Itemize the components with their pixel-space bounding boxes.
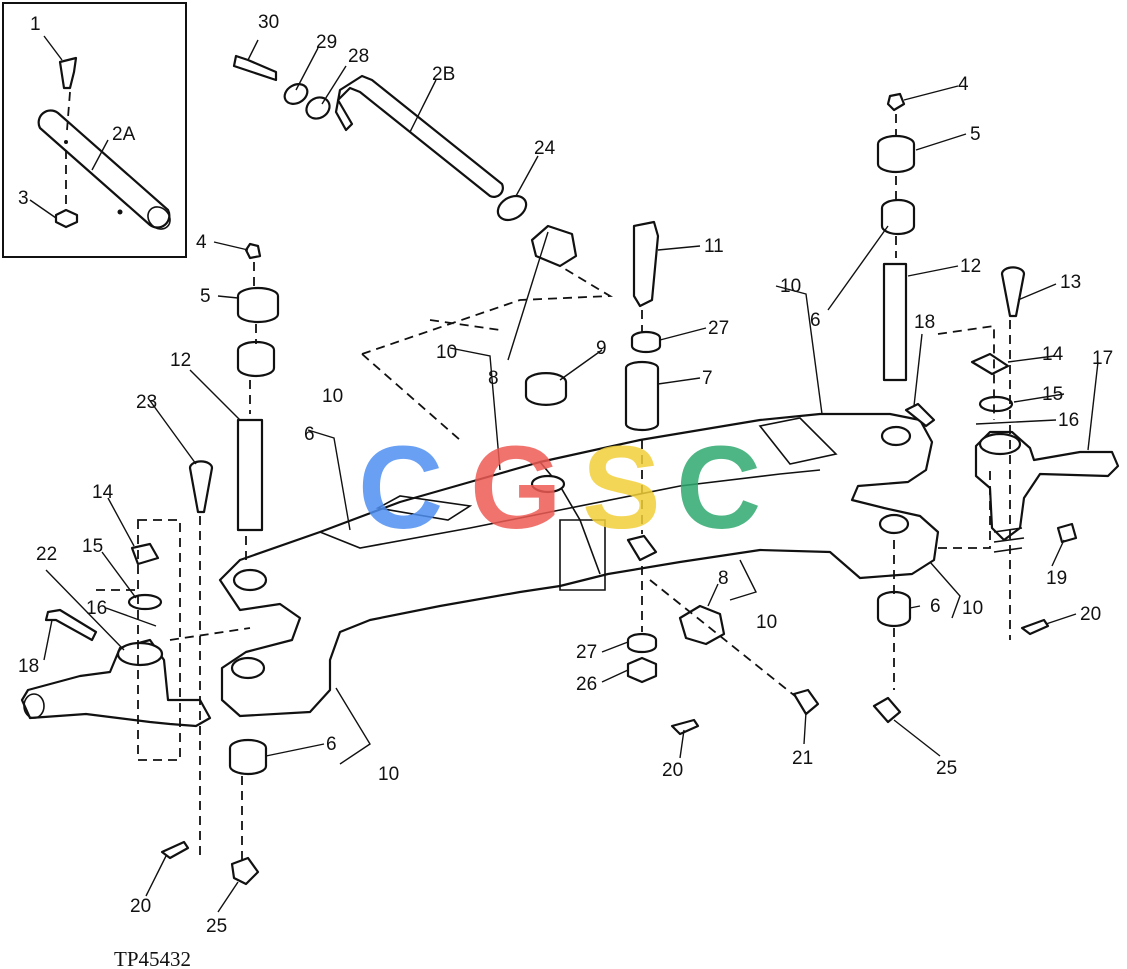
watermark-letter-c: C (358, 422, 443, 554)
watermark-letter-c: C (676, 422, 761, 554)
callout-29: 29 (316, 32, 337, 53)
leader-lines (43, 85, 1099, 913)
callout-6-right-mid: 6 (930, 596, 941, 617)
callout-12-right: 12 (960, 256, 981, 277)
callout-7: 7 (702, 368, 713, 389)
callout-24: 24 (534, 138, 556, 159)
callout-10-right-top: 10 (780, 276, 801, 297)
callout-3: 3 (18, 188, 29, 209)
callout-22: 22 (36, 544, 57, 565)
callout-25-left: 25 (206, 916, 227, 937)
center-pivot-stack (361, 220, 801, 701)
callout-17: 17 (1092, 348, 1113, 369)
callout-21: 21 (792, 748, 813, 769)
callout-10-left-bottom: 10 (378, 764, 399, 785)
callout-26: 26 (576, 674, 597, 695)
callout-16-left: 16 (86, 598, 107, 619)
callout-6-left-top: 6 (304, 424, 315, 445)
pin-2b-group (232, 39, 578, 268)
callout-14-right: 14 (1042, 344, 1064, 365)
callout-27-top: 27 (708, 318, 729, 339)
callout-16-right: 16 (1058, 410, 1079, 431)
callout-8-bottom: 8 (718, 568, 729, 589)
callout-30: 30 (258, 12, 279, 33)
figure-reference: TP45432 (114, 947, 191, 969)
callout-27-bottom: 27 (576, 642, 597, 663)
callout-15-right: 15 (1042, 384, 1063, 405)
callout-28: 28 (348, 46, 369, 67)
callout-19: 19 (1046, 568, 1067, 589)
axle-beam (218, 412, 940, 718)
small-parts (160, 522, 1078, 886)
callout-labels: 1 2A 3 30 29 28 2B 24 4 5 4 5 11 12 13 1… (18, 12, 1113, 969)
callout-4-left: 4 (196, 232, 207, 253)
callout-2b: 2B (432, 64, 455, 85)
callout-13: 13 (1060, 272, 1081, 293)
callout-20-right: 20 (1080, 604, 1101, 625)
right-spindle (974, 430, 1120, 553)
callout-20-left: 20 (130, 896, 151, 917)
callout-20-center: 20 (662, 760, 683, 781)
callout-6-left-bottom: 6 (326, 734, 337, 755)
left-kingpin-stack (44, 242, 280, 860)
callout-23: 23 (136, 392, 157, 413)
watermark-cgsc: C G S C (358, 422, 761, 554)
left-spindle (20, 638, 212, 728)
watermark-letter-g: G (470, 422, 562, 554)
callout-8-top: 8 (488, 368, 499, 389)
right-kingpin-stack (876, 92, 1026, 690)
callout-6-right-top: 6 (810, 310, 821, 331)
callout-5-left: 5 (200, 286, 211, 307)
callout-2a: 2A (112, 124, 136, 145)
callout-1: 1 (30, 14, 41, 35)
callout-9: 9 (596, 338, 607, 359)
callout-4-right: 4 (958, 74, 969, 95)
watermark-letter-s: S (582, 422, 661, 554)
callout-18-left: 18 (18, 656, 39, 677)
callout-11: 11 (704, 236, 724, 257)
callout-10-center-top: 10 (436, 342, 457, 363)
callout-10-left-top: 10 (322, 386, 343, 407)
callout-15-left: 15 (82, 536, 103, 557)
inset-pin-2a (2, 2, 187, 258)
callout-12-left: 12 (170, 350, 191, 371)
callout-5-right: 5 (970, 124, 981, 145)
callout-10-right-mid: 10 (962, 598, 983, 619)
callout-10-center-mid: 10 (756, 612, 777, 633)
callout-14-left: 14 (92, 482, 114, 503)
callout-18-right: 18 (914, 312, 935, 333)
callout-25-right: 25 (936, 758, 957, 779)
